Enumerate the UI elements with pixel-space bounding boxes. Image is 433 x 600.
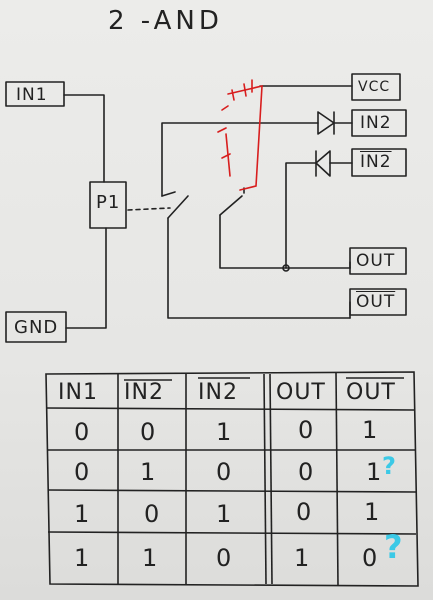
cell-r1-c0: 0 [74,458,91,486]
cell-r1-c2: 0 [216,458,233,486]
cell-r2-c0: 1 [74,500,91,528]
cell-r2-c2: 1 [216,500,233,528]
table-outer [45,371,419,587]
relay-coil [227,84,263,191]
label-vcc: VCC [358,79,391,95]
in1-box [5,81,65,107]
label-out: OUT [356,251,396,271]
wire-in1-p1 [63,94,105,183]
vcc-box [351,73,401,101]
question-mark-row4: ? [384,528,403,566]
cell-r0-c4: 1 [362,416,379,444]
diode-in2-not [315,150,331,177]
cell-r3-c2: 0 [216,544,233,572]
question-mark-row2: ? [382,452,396,480]
cell-r3-c4: 0 [362,544,379,572]
label-in2-not: IN2 [360,152,392,172]
page-title: 2 -AND [108,6,223,36]
label-out-not: OUT [356,292,396,312]
diode-in2 [317,111,335,135]
table-header-in2: IN2 [124,380,164,405]
table-header-out: OUT [276,380,326,405]
cell-r2-c4: 1 [364,498,381,526]
cell-r0-c2: 1 [216,418,233,446]
switch-left [161,191,176,197]
label-in2: IN2 [360,113,392,133]
cell-r1-c3: 0 [298,458,315,486]
mechanical-link [127,207,171,211]
switch-right [219,195,243,216]
cell-r1-c1: 1 [140,458,157,486]
gnd-box [5,311,67,343]
label-gnd: GND [14,317,59,338]
wire-gnd-p1 [65,227,107,329]
wire-in2-top [161,122,319,197]
table-header-out-not: OUT [346,380,396,405]
cell-r0-c0: 0 [74,418,91,446]
label-in1: IN1 [16,85,48,105]
table-header-in2-not: IN2 [198,380,238,405]
table-header-in1: IN1 [58,380,98,405]
cell-r0-c1: 0 [140,418,157,446]
p1-box [89,181,127,229]
out-box [349,247,407,275]
cell-r1-c4: 1 [366,458,383,486]
cell-r3-c1: 1 [142,544,159,572]
cell-r3-c3: 1 [294,544,311,572]
label-p1: P1 [96,192,121,213]
cell-r2-c1: 0 [144,500,161,528]
wire-in2-not [285,162,317,269]
cell-r0-c3: 0 [298,416,315,444]
cell-r3-c0: 1 [74,544,91,572]
cell-r2-c3: 0 [296,498,313,526]
